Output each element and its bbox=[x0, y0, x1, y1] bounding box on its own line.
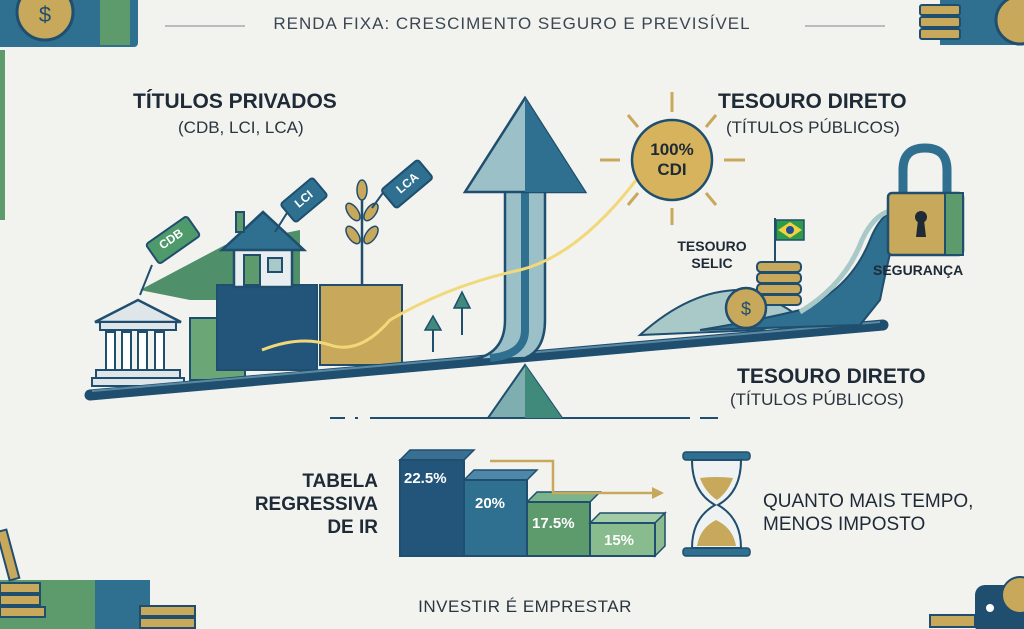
sun-cdi-label: CDI bbox=[657, 160, 687, 179]
small-up-arrows bbox=[423, 290, 472, 352]
growth-curve bbox=[261, 174, 642, 352]
coin-stack-icon: $ bbox=[724, 261, 802, 330]
rate-15: 15% bbox=[604, 532, 635, 549]
brazil-flag-icon bbox=[774, 218, 805, 262]
bottom-left-coins-decoration bbox=[0, 528, 196, 629]
private-bonds-subheading: (CDB, LCI, LCA) bbox=[178, 118, 304, 137]
rate-20: 20% bbox=[475, 495, 506, 512]
tax-bars bbox=[398, 449, 667, 558]
bar-15 bbox=[589, 522, 656, 557]
tax-label-line1: TABELA bbox=[302, 471, 378, 492]
seesaw bbox=[330, 363, 718, 419]
footer-text: INVESTIR É EMPRESTAR bbox=[418, 597, 632, 616]
rate-17-5: 17.5% bbox=[532, 515, 575, 532]
bottom-right-coins-decoration bbox=[929, 576, 1024, 629]
tax-label-line3: DE IR bbox=[327, 517, 378, 538]
tag-shapes bbox=[139, 159, 433, 296]
page-title: RENDA FIXA: CRESCIMENTO SEGURO E PREVISÍ… bbox=[273, 14, 751, 33]
tesouro-direto-heading: TESOURO DIRETO bbox=[718, 90, 907, 113]
security-label: SEGURANÇA bbox=[873, 262, 964, 278]
bar-20 bbox=[463, 479, 528, 557]
tesouro-selic-line1: TESOURO bbox=[677, 238, 747, 254]
tesouro-selic-line2: SELIC bbox=[691, 255, 733, 271]
rate-22-5: 22.5% bbox=[404, 470, 447, 487]
bar-17-5 bbox=[526, 501, 591, 557]
sun-cdi-percent: 100% bbox=[650, 140, 694, 159]
sun-cdi-icon bbox=[600, 92, 745, 225]
tax-note-line2: MENOS IMPOSTO bbox=[763, 514, 926, 535]
top-right-coins-decoration bbox=[919, 0, 1024, 46]
wheat-icon bbox=[345, 179, 379, 285]
hourglass-icon bbox=[682, 451, 751, 557]
gold-block bbox=[319, 284, 403, 366]
bank-building-icon bbox=[91, 298, 185, 387]
growth-arrow-icon bbox=[462, 95, 588, 362]
house-icon bbox=[218, 210, 308, 289]
top-left-money-decoration: $ bbox=[0, 0, 138, 220]
tax-label-line2: REGRESSIVA bbox=[254, 494, 378, 515]
svg-text:$: $ bbox=[39, 2, 51, 27]
balance-heading: TESOURO DIRETO bbox=[737, 365, 926, 388]
balance-subheading: (TÍTULOS PÚBLICOS) bbox=[730, 390, 904, 409]
navy-block bbox=[216, 284, 318, 371]
tax-note-line1: QUANTO MAIS TEMPO, bbox=[763, 491, 974, 512]
private-bonds-heading: TÍTULOS PRIVADOS bbox=[133, 90, 337, 113]
padlock-icon bbox=[886, 143, 965, 257]
tesouro-direto-subheading: (TÍTULOS PÚBLICOS) bbox=[726, 118, 900, 137]
bar-22-5 bbox=[399, 459, 465, 557]
svg-text:$: $ bbox=[741, 299, 751, 319]
